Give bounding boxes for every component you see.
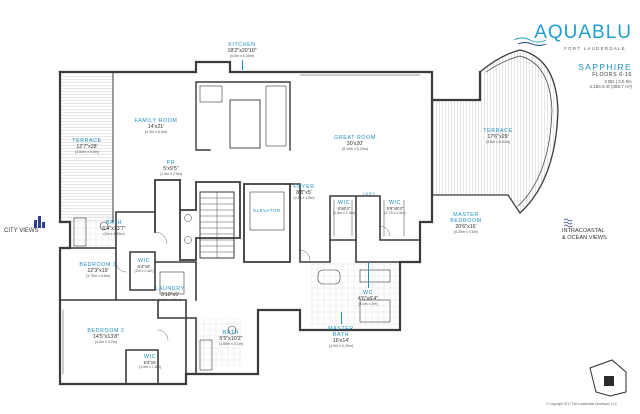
exterior-wall-west — [58, 70, 72, 302]
room-label-bath-2: BATH 5'5"x10'2" (1.65m x 3.1m) — [218, 330, 244, 347]
room-label-master-bath: MASTER BATH 16'x14' (4.9m x 4.25m) — [328, 326, 354, 349]
foyer-walls — [289, 183, 421, 263]
unit-summary: SAPPHIRE FLOORS 6-16 3 BD | 3.5 BA 4,184… — [578, 62, 632, 90]
room-label-wic-4: WIC 6'3"x6' (1.9m x 1.8m) — [138, 354, 162, 370]
brand-logo: AQUABLU FORT LAUDERDALE — [514, 22, 632, 51]
core-walls — [179, 179, 241, 261]
terrace-west-floor — [60, 75, 113, 223]
exterior-wall-south — [58, 260, 422, 386]
brand-name: AQUABLU — [534, 22, 632, 43]
room-label-bedroom-3: BEDROOM 3 12'3"x19' (3.75m x 5.8m) — [79, 262, 117, 279]
brand-wave-icon — [513, 37, 547, 46]
room-label-bedroom-2: BEDROOM 2 14'5"x13'8" (4.4m x 4.2m) — [87, 328, 125, 345]
east-terrace-rail — [431, 49, 559, 214]
kitchen-walls — [195, 81, 291, 151]
waves-icon — [563, 218, 573, 228]
room-label-family-room: FAMILY ROOM 14'x21' (4.3m x 6.4m) — [134, 118, 178, 135]
room-label-kitchen: KITCHEN 18'2"x20'10" (5.5m x 6.35m) — [227, 42, 257, 59]
room-label-terrace-east: TERRACE 17'6"x29' (5.3m x 8.83m) — [483, 128, 513, 145]
room-label-pr: PR 5'x9'5" (1.5m x 2.9m) — [159, 160, 183, 177]
room-label-wic-1: WIC 6'x8'4" (1.8m x 2.5m) — [332, 200, 356, 216]
bath-2-floor — [196, 318, 242, 366]
kitchen-island — [229, 99, 261, 149]
unit-area: 4,184.6 sf (388.7 m²) — [589, 84, 632, 90]
master-bath-floor — [310, 262, 400, 326]
unit-beds-baths: 3 BD | 3.5 BA — [604, 78, 632, 84]
room-label-ldry: LDRY — [362, 192, 376, 196]
room-label-wc: WC 4'6"x6'4" (1.4m x 2m) — [357, 290, 379, 307]
room-label-bath-1: BATH 6'4"x13'7" (2m x 4.15m) — [102, 220, 126, 237]
room-label-great-room: GREAT ROOM 30'x20' (9.14m x 6.10m) — [334, 135, 376, 152]
brand-subtitle: FORT LAUDERDALE — [564, 46, 626, 51]
building-key-plan — [589, 359, 627, 397]
room-label-wic-2: WIC 5'9"x8'4" (1.75 x 2.5m) — [384, 200, 406, 216]
exterior-wall-east — [418, 98, 434, 264]
room-label-foyer: FOYER 8'8"x5' (2.65 x 1.5m) — [293, 184, 315, 201]
elevator-shaft — [243, 183, 291, 263]
unit-floors: FLOORS 6-16 — [592, 72, 632, 79]
city-skyline-icon — [34, 216, 45, 228]
bath-1-floor — [70, 215, 116, 249]
copyright-notice: © Copyright 2017 Fort Lauderdale Develop… — [546, 402, 618, 406]
room-label-laundry: LAUNDRY 3'10"x5' (1.2m x 1.5m) — [155, 286, 185, 303]
terrace-east-floor — [432, 50, 558, 213]
room-label-elevator: ELEVATOR — [253, 208, 281, 213]
room-label-wic-3: WIC 6'4"x8' (2m x 2.4m) — [134, 258, 154, 274]
ocean-views-label: INTRACOASTAL & OCEAN VIEWS — [562, 228, 607, 241]
exterior-wall — [58, 60, 482, 102]
city-views-label: CITY VIEWS — [4, 228, 39, 234]
room-label-terrace-west: TERRACE 12'7"x28' (3.84m x 8.5m) — [72, 138, 102, 155]
unit-name: SAPPHIRE — [578, 62, 632, 72]
room-label-master-bedroom: MASTER BEDROOM 20'6"x16' (6.25m x 4.8m) — [450, 212, 482, 235]
